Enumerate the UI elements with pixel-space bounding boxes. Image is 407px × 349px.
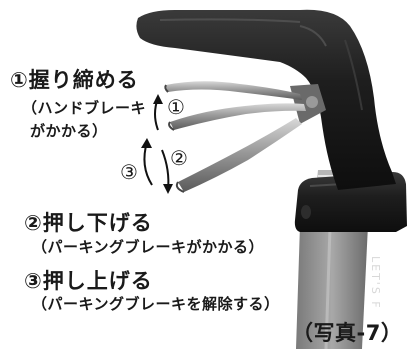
marker-3: ③	[120, 160, 139, 184]
marker-1: ①	[167, 95, 186, 119]
step-2-title: ②押し下げる	[24, 211, 153, 235]
step-3-subtitle: （パーキングブレーキを解除する）	[32, 295, 280, 313]
lever-position-parking	[175, 118, 302, 193]
step-2-subtitle: （パーキングブレーキがかかる）	[32, 238, 265, 256]
product-text: LET'S F	[369, 256, 382, 310]
lever-position-neutral	[168, 103, 306, 131]
arrow-push-down-icon	[161, 149, 173, 194]
marker-2: ②	[170, 146, 189, 170]
arrow-push-up-icon	[141, 138, 153, 186]
step-3-title: ③押し上げる	[24, 269, 153, 293]
frame-post	[296, 225, 368, 349]
handle-grip	[136, 9, 396, 190]
photo-caption: （写真-7）	[292, 321, 403, 345]
step-1-subtitle-line-2: がかかる）	[30, 122, 108, 140]
step-1-title: ①握り締める	[10, 68, 139, 92]
arrow-squeeze-icon	[153, 94, 163, 131]
lever-position-squeezed	[164, 81, 302, 100]
step-1-subtitle-line-1: （ハンドブレーキ	[22, 99, 147, 117]
